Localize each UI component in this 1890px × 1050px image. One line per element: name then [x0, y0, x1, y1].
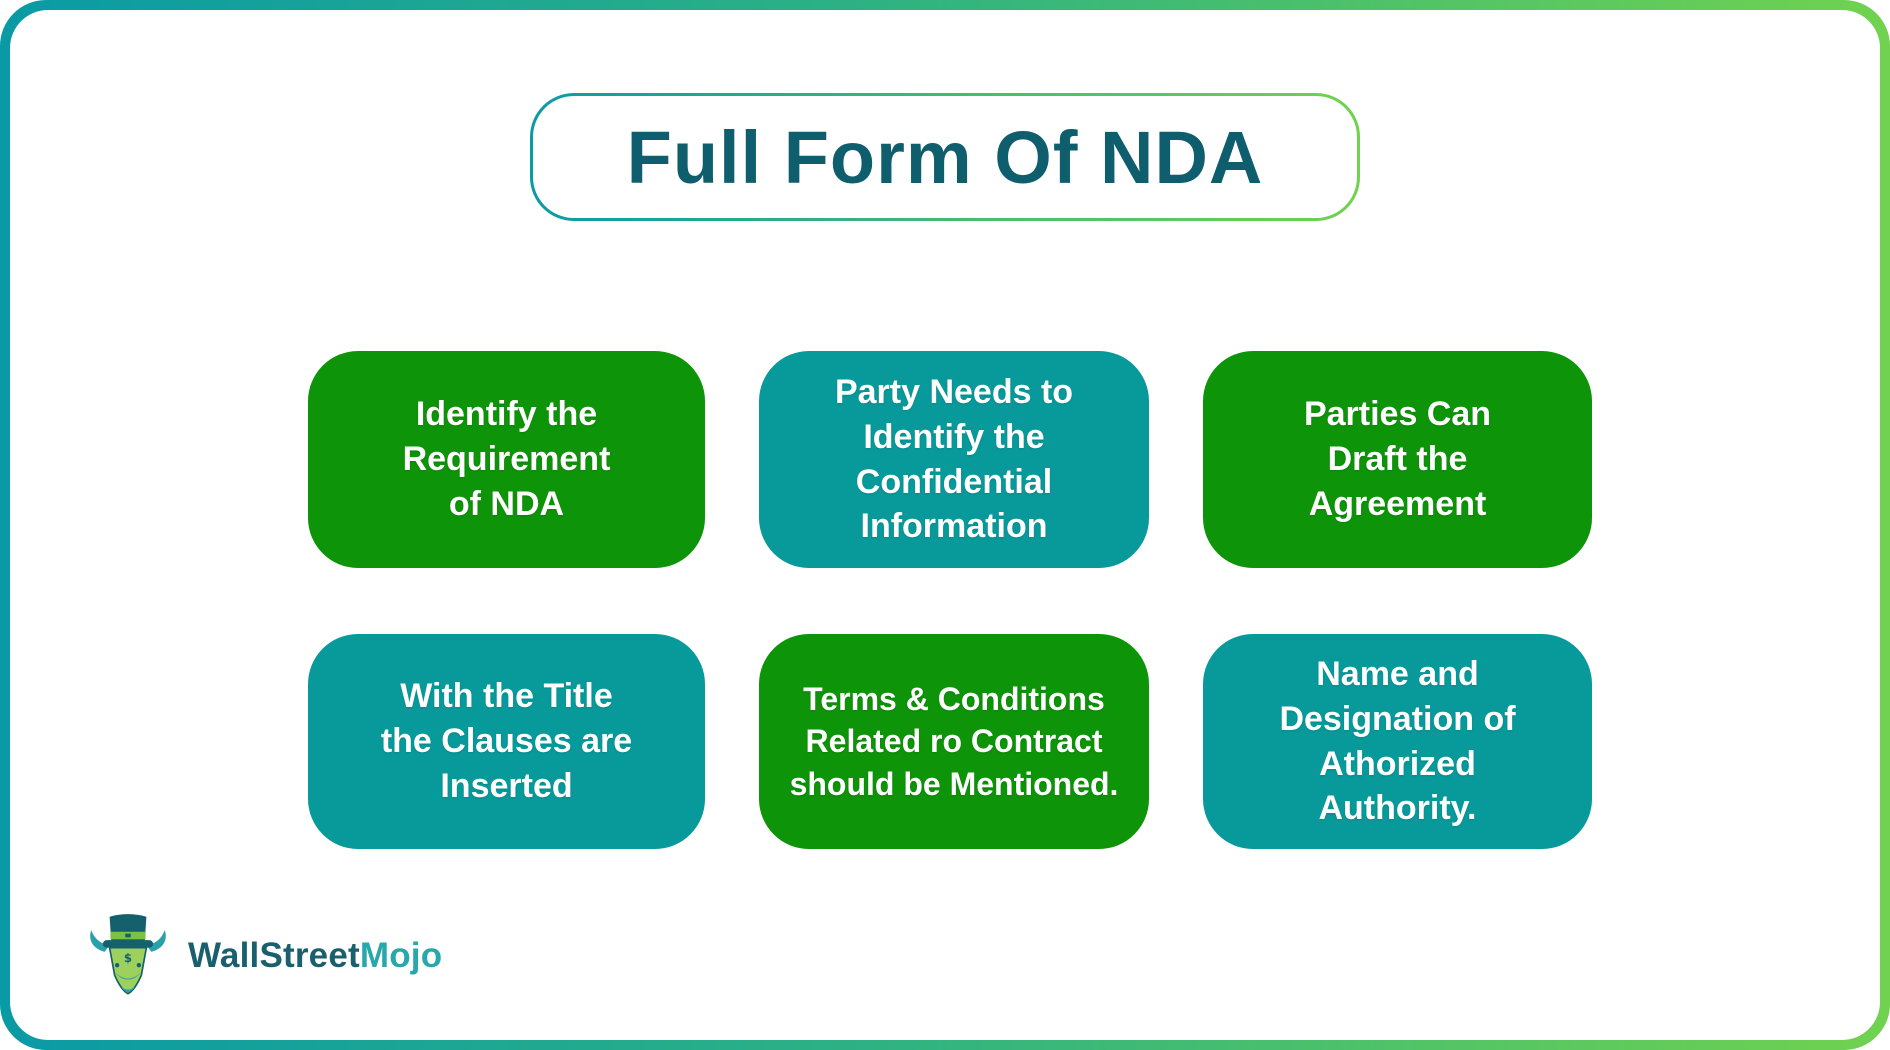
logo-text-wallstreet: WallStreet [188, 936, 360, 975]
svg-text:$: $ [124, 951, 132, 965]
bull-mascot-icon: $ [82, 910, 174, 1002]
steps-grid: Identify the Requirement of NDA Party Ne… [308, 351, 1592, 849]
page-title: Full Form Of NDA [626, 115, 1264, 199]
box-identify-confidential-information: Party Needs to Identify the Confidential… [759, 351, 1149, 568]
box-terms-conditions: Terms & Conditions Related ro Contract s… [759, 634, 1149, 849]
box-title-clauses-inserted: With the Title the Clauses are Inserted [308, 634, 705, 849]
box-parties-draft-agreement: Parties Can Draft the Agreement [1203, 351, 1592, 568]
box-name-designation-authority: Name and Designation of Athorized Author… [1203, 634, 1592, 849]
logo-text: WallStreetMojo [188, 936, 442, 976]
logo-text-mojo: Mojo [359, 936, 443, 975]
title-box-border: Full Form Of NDA [530, 93, 1360, 221]
title-box: Full Form Of NDA [533, 96, 1357, 218]
infographic-canvas: Full Form Of NDA Identify the Requiremen… [10, 10, 1880, 1040]
wallstreetmojo-logo: $ WallStreetMojo [82, 910, 442, 1002]
box-identify-requirement: Identify the Requirement of NDA [308, 351, 705, 568]
